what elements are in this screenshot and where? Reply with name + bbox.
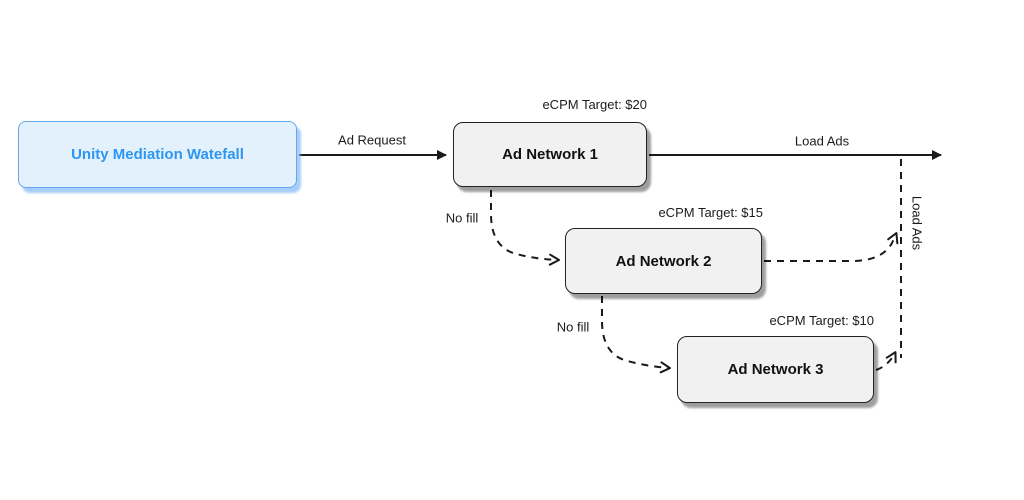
load-ads-label: Load Ads [794, 133, 850, 149]
load-ads-side-label: Load Ads [909, 195, 925, 251]
no-fill-1-label: No fill [445, 210, 479, 226]
ecpm-target-1-label: eCPM Target: $20 [542, 97, 647, 112]
ad-network-3-label: Ad Network 3 [727, 361, 824, 378]
no-fill-2-arrow [601, 296, 671, 374]
start-node-unity-mediation-waterfall: Unity Mediation Watefall [18, 121, 297, 188]
ad-network-1-node: Ad Network 1 [453, 122, 647, 187]
ad-request-label: Ad Request [338, 132, 406, 148]
ad-network-2-node: Ad Network 2 [565, 228, 762, 294]
no-fill-1-arrow [490, 190, 560, 266]
no-fill-2-label: No fill [556, 319, 590, 335]
ecpm-target-3-label: eCPM Target: $10 [769, 313, 874, 328]
ad-network-2-label: Ad Network 2 [615, 252, 712, 270]
start-node-label: Unity Mediation Watefall [71, 146, 244, 163]
network3-load-ads-return [875, 351, 897, 371]
ecpm-target-2-label: eCPM Target: $15 [658, 205, 763, 220]
ad-network-3-node: Ad Network 3 [677, 336, 874, 403]
ad-network-1-label: Ad Network 1 [502, 146, 598, 163]
network2-load-ads-return [764, 232, 899, 262]
